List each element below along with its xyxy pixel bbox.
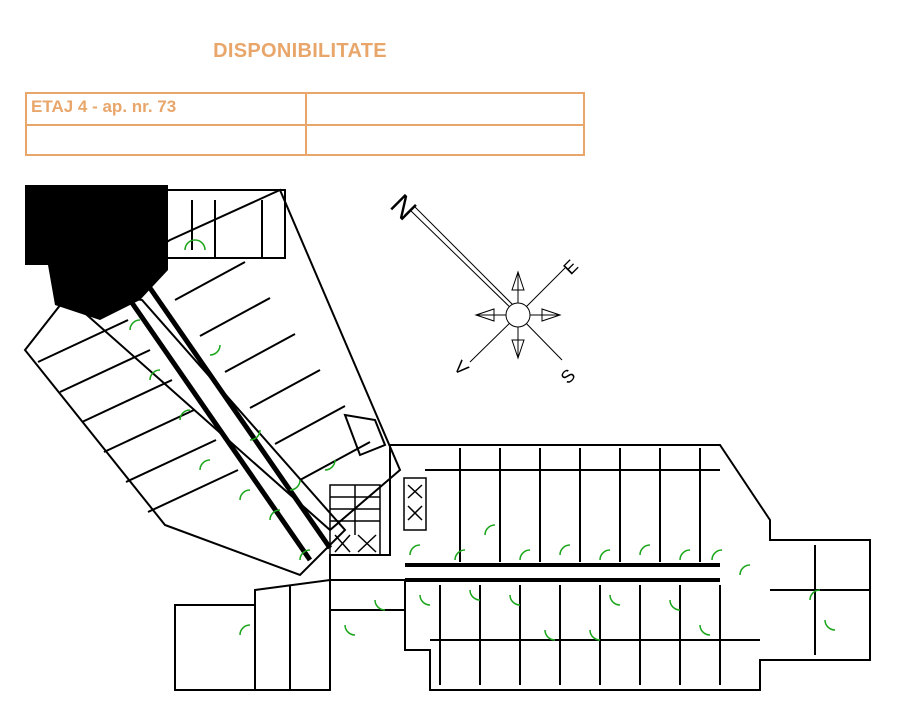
south-label: S [557,365,580,388]
page-title: DISPONIBILITATE [213,40,387,62]
door-swings [129,239,836,641]
left-wing [23,188,402,577]
east-label: E [559,256,582,279]
availability-table: ETAJ 4 - ap. nr. 73 [25,92,585,156]
table-cell [27,126,307,156]
floor-apartment-cell: ETAJ 4 - ap. nr. 73 [27,94,307,124]
compass-rose: N E S V [384,188,582,387]
highlighted-apartment [25,185,168,320]
right-wing [174,444,871,691]
west-label: V [450,357,473,380]
north-label: N [384,188,423,227]
table-row: ETAJ 4 - ap. nr. 73 [27,94,583,126]
table-row [27,126,583,156]
